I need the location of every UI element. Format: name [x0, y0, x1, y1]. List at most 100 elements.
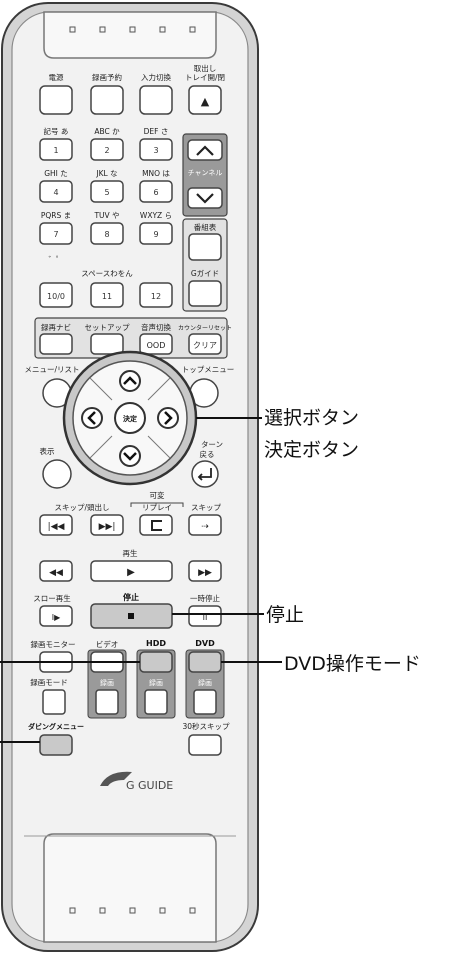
- number-key-1[interactable]: [39, 138, 73, 161]
- number-key-6[interactable]: [139, 180, 173, 203]
- key-6-label: MNO は: [142, 169, 170, 178]
- rec-mode-button[interactable]: [42, 689, 66, 715]
- video-rec-label: 録画: [100, 678, 114, 687]
- rec-monitor-label: 録画モニター: [31, 639, 76, 649]
- top-menu-label: トップメニュー: [182, 365, 235, 374]
- key-11-num: 11: [102, 292, 112, 301]
- select-button-callout: 選択ボタン: [264, 407, 359, 429]
- skip-30-button[interactable]: [188, 514, 222, 536]
- dpad-right-button[interactable]: [157, 407, 179, 429]
- number-key-12[interactable]: [139, 282, 173, 308]
- dvd-rec-label: 録画: [198, 678, 212, 687]
- setup-button[interactable]: [90, 333, 124, 355]
- dvd-button[interactable]: [188, 651, 222, 673]
- replay-button[interactable]: [139, 514, 173, 536]
- eject-button[interactable]: [188, 85, 222, 115]
- audio-switch-button[interactable]: [139, 333, 173, 355]
- return-button[interactable]: [191, 460, 219, 488]
- dubbing-menu-button[interactable]: [39, 734, 73, 756]
- key-8-num: 8: [104, 230, 109, 239]
- key-7-label: PQRS ま: [41, 211, 71, 220]
- key-12-num: 12: [151, 292, 161, 301]
- number-key-3[interactable]: [139, 138, 173, 161]
- number-key-2[interactable]: [90, 138, 124, 161]
- fast-forward-button[interactable]: [188, 560, 222, 582]
- number-key-4[interactable]: [39, 180, 73, 203]
- rewind-button[interactable]: [39, 560, 73, 582]
- play-icon: ▶: [127, 567, 135, 578]
- stop-callout: 停止: [266, 604, 304, 626]
- key-1-num: 1: [53, 146, 58, 155]
- number-key-7[interactable]: [39, 222, 73, 245]
- g-guide-button[interactable]: [188, 280, 222, 307]
- dpad-left-button[interactable]: [81, 407, 103, 429]
- replay-label: リプレイ: [142, 503, 172, 512]
- menu-list-label: メニュー/リスト: [24, 365, 79, 374]
- key-10-num: 10/0: [47, 292, 65, 301]
- logo-text: G GUIDE: [126, 779, 173, 792]
- pause-button[interactable]: [188, 605, 222, 627]
- key-4-label: GHI た: [44, 169, 68, 178]
- number-key-8[interactable]: [90, 222, 124, 245]
- key-11-label: スペースわをん: [81, 269, 133, 278]
- key-9-num: 9: [153, 230, 158, 239]
- power-button[interactable]: [39, 85, 73, 115]
- skip-forward-button[interactable]: [90, 514, 124, 536]
- chevron-down-icon: [196, 193, 214, 204]
- audio-switch-label: 音声切換: [141, 322, 171, 332]
- key-5-label: JKL な: [95, 169, 117, 178]
- slow-icon: I▶: [52, 613, 61, 622]
- key-9-label: WXYZ ら: [140, 211, 172, 220]
- skip30-button[interactable]: [188, 734, 222, 756]
- input-switch-button[interactable]: [139, 85, 173, 115]
- dpad-down-button[interactable]: [119, 445, 141, 467]
- reservation-button[interactable]: [90, 85, 124, 115]
- hdd-rec-button[interactable]: [144, 689, 168, 715]
- eject-label-2: トレイ開/閉: [185, 73, 225, 82]
- number-key-5[interactable]: [90, 180, 124, 203]
- play-button[interactable]: [90, 560, 173, 582]
- channel-up-button[interactable]: [187, 139, 223, 161]
- dvd-rec-button[interactable]: [193, 689, 217, 715]
- hdd-button[interactable]: [139, 651, 173, 673]
- key-10-label: ゛゜: [49, 255, 64, 264]
- display-button[interactable]: [42, 459, 72, 489]
- stop-icon: [128, 613, 134, 619]
- skip-back-button[interactable]: [39, 514, 73, 536]
- program-guide-button[interactable]: [188, 233, 222, 261]
- slow-button[interactable]: [39, 605, 73, 627]
- audio-icon: OOD: [147, 341, 166, 350]
- key-2-label: ABC か: [94, 127, 120, 136]
- program-guide-label: 番組表: [194, 222, 217, 232]
- video-rec-button[interactable]: [95, 689, 119, 715]
- key-3-label: DEF さ: [144, 127, 169, 136]
- skip-forward-icon: ▶▶|: [99, 522, 116, 532]
- power-label: 電源: [49, 73, 64, 82]
- pause-icon: II: [203, 613, 208, 622]
- display-label: 表示: [40, 446, 55, 456]
- rec-navi-button[interactable]: [39, 333, 73, 355]
- enter-button[interactable]: [114, 402, 146, 434]
- number-key-9[interactable]: [139, 222, 173, 245]
- key-6-num: 6: [153, 188, 158, 197]
- key-4-num: 4: [53, 188, 58, 197]
- arrow-down-icon: [123, 452, 137, 461]
- setup-label: セットアップ: [85, 323, 130, 332]
- skip-label: スキップ: [191, 503, 221, 512]
- enter-button-callout: 決定ボタン: [264, 439, 359, 461]
- channel-down-button[interactable]: [187, 187, 223, 209]
- dvd-mode-callout: DVD操作モード: [284, 653, 421, 675]
- skip30-label: 30秒スキップ: [182, 721, 230, 731]
- counter-reset-label: カウンターリセット: [178, 324, 232, 332]
- return-label-1: ターン: [201, 440, 223, 449]
- clear-button[interactable]: [188, 333, 222, 355]
- variable-label: 可変: [150, 490, 165, 500]
- variable-bracket: [130, 502, 184, 507]
- top-indicator-dots: [69, 26, 196, 33]
- number-key-10[interactable]: [39, 282, 73, 308]
- dvd-label: DVD: [195, 639, 215, 648]
- number-key-11[interactable]: [90, 282, 124, 308]
- rec-navi-label: 録再ナビ: [41, 322, 71, 332]
- eject-label-1: 取出し: [194, 63, 217, 73]
- dpad-up-button[interactable]: [119, 370, 141, 392]
